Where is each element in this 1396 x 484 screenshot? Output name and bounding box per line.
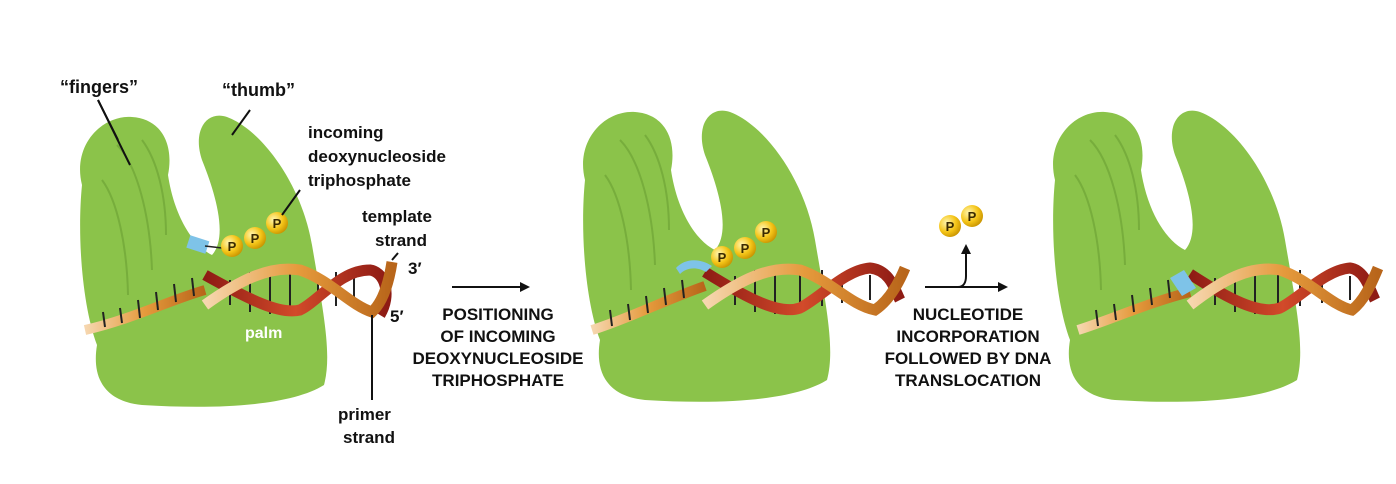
incoming-leader [281, 189, 301, 216]
phosphate-circle [734, 237, 756, 259]
fingers-leader [97, 99, 131, 166]
polymerase-enzyme-1 [79, 114, 329, 408]
phosphate-circle [939, 215, 961, 237]
dna-helix-3 [1076, 262, 1384, 335]
step1-line1: POSITIONING [442, 305, 553, 324]
step2-line4: TRANSLOCATION [895, 371, 1041, 390]
phosphate-label: P [946, 219, 955, 234]
dna-helix-1 [83, 261, 398, 335]
step2-line1: NUCLEOTIDE [913, 305, 1024, 324]
incoming-label-line1: incoming [308, 123, 384, 142]
sugar-link-1 [204, 245, 223, 249]
primer-strand-helix [701, 263, 911, 316]
phosphate-group-2: P P P [711, 221, 777, 268]
release-arrow [925, 250, 967, 288]
phosphate-label: P [228, 239, 237, 254]
palm-label: palm [245, 325, 282, 342]
primer-strand-helix [1186, 263, 1384, 316]
phosphate-circle [266, 212, 288, 234]
step1-line4: TRIPHOSPHATE [432, 371, 564, 390]
step1-line3: DEOXYNUCLEOSIDE [413, 349, 584, 368]
phosphate-label: P [718, 250, 727, 265]
phosphate-circle [221, 235, 243, 257]
arrow-head-1 [520, 282, 530, 292]
primer-strand-single [1076, 287, 1192, 335]
template-label-line1: template [362, 207, 432, 226]
polymerase-enzyme-2 [582, 109, 832, 403]
fingers-label: “fingers” [60, 77, 138, 97]
step-1: POSITIONING OF INCOMING DEOXYNUCLEOSIDE … [413, 282, 584, 390]
phosphate-circle [711, 246, 733, 268]
release-arrow-head [961, 244, 971, 254]
thumb-leader [231, 109, 251, 136]
incoming-sugar-2 [676, 260, 712, 274]
phosphate-group-1: P P P [221, 212, 288, 257]
primer-label-line2: strand [343, 428, 395, 447]
template-label-line2: strand [375, 231, 427, 250]
three-prime-leader [391, 252, 399, 261]
pyrophosphate: P P [939, 205, 983, 237]
primer-strand-helix [201, 261, 398, 319]
dna-helix-2 [590, 262, 911, 335]
thumb-label: “thumb” [222, 80, 295, 100]
phosphate-label: P [741, 241, 750, 256]
phosphate-circle [244, 227, 266, 249]
step1-line2: OF INCOMING [440, 327, 555, 346]
phosphate-label: P [273, 216, 282, 231]
phosphate-circle [755, 221, 777, 243]
step2-line2: INCORPORATION [896, 327, 1039, 346]
template-strand [1187, 262, 1380, 316]
panel-3 [1052, 109, 1384, 403]
phosphate-label: P [968, 209, 977, 224]
arrow-head-2 [998, 282, 1008, 292]
phosphate-label: P [762, 225, 771, 240]
phosphate-label: P [251, 231, 260, 246]
five-prime-label: 5′ [390, 307, 404, 326]
three-prime-label: 3′ [408, 259, 422, 278]
incoming-label-line3: triphosphate [308, 171, 411, 190]
template-strand [702, 262, 905, 316]
leader-lines-1 [97, 99, 399, 400]
panel-2: P P P [582, 109, 911, 403]
primer-label-line1: primer [338, 405, 391, 424]
incorporated-nucleotide [1170, 270, 1196, 296]
polymerase-enzyme-3 [1052, 109, 1302, 403]
incoming-sugar-1 [186, 235, 210, 254]
incoming-label-line2: deoxynucleoside [308, 147, 446, 166]
phosphate-circle [961, 205, 983, 227]
panel-1: P P P “fingers” “thumb” incoming deoxynu… [60, 77, 446, 447]
primer-strand-single [590, 281, 707, 335]
step-2: P P NUCLEOTIDE INCORPORATION FOLLOWED BY… [885, 205, 1052, 390]
step2-line3: FOLLOWED BY DNA [885, 349, 1052, 368]
